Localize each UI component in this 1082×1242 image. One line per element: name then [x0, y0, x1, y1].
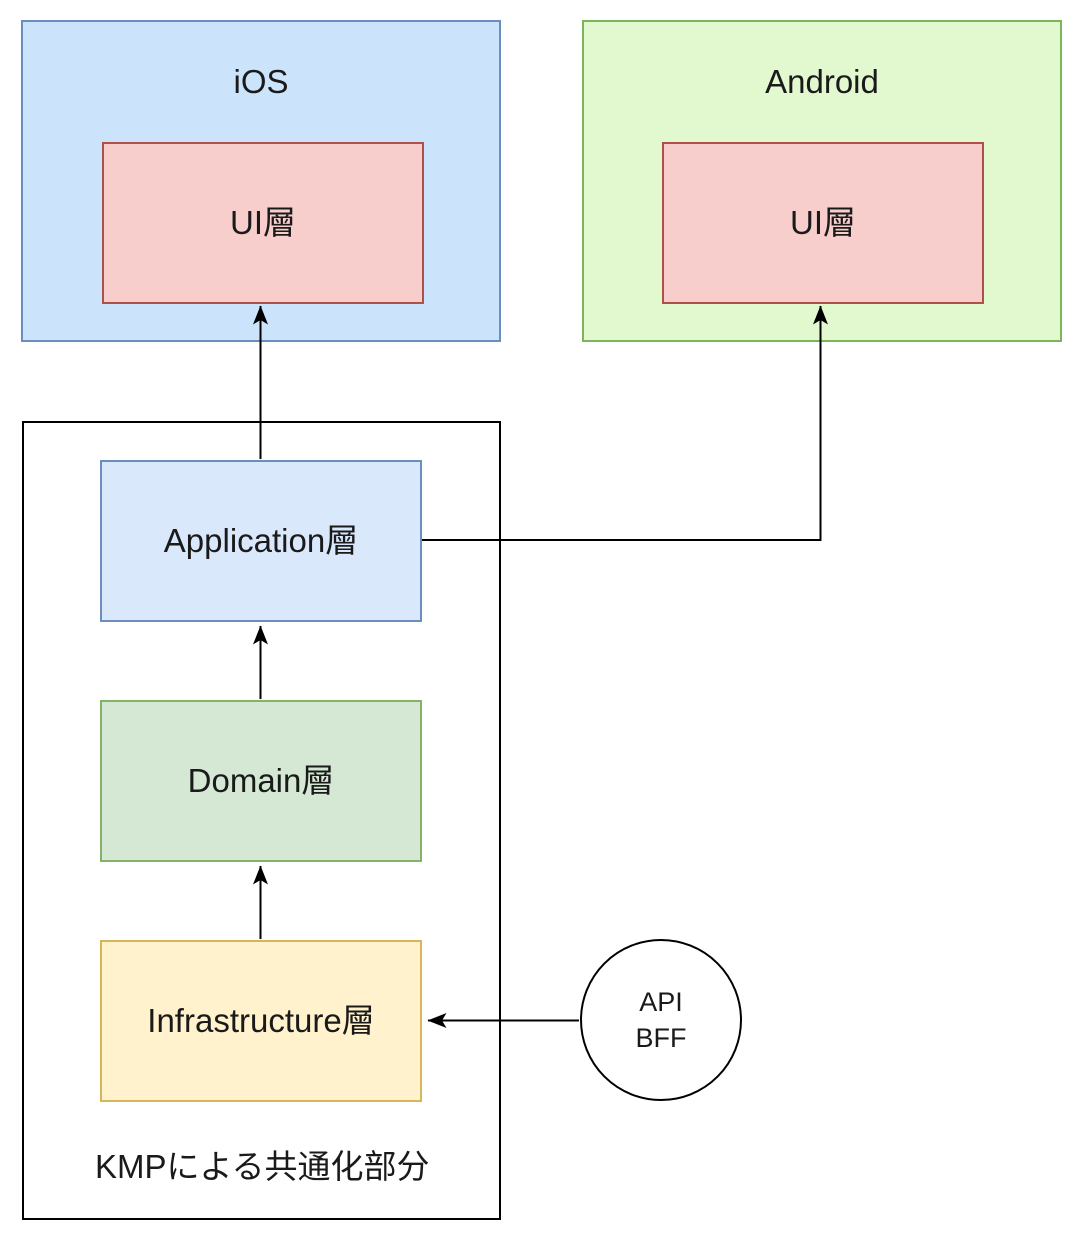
- domain-layer-node: Domain層: [100, 700, 422, 862]
- api-bff-node: API BFF: [580, 939, 742, 1101]
- domain-layer-label: Domain層: [187, 762, 335, 799]
- ios-ui-layer-label: UI層: [230, 204, 296, 241]
- android-ui-layer-node: UI層: [662, 142, 984, 304]
- ios-container: iOS UI層: [21, 20, 501, 342]
- application-layer-label: Application層: [163, 522, 359, 559]
- infrastructure-layer-node: Infrastructure層: [100, 940, 422, 1102]
- ios-title: iOS: [233, 63, 289, 100]
- api-bff-label-line1: API: [639, 987, 683, 1017]
- api-bff-label-line2: BFF: [635, 1023, 687, 1053]
- kmp-caption: KMPによる共通化部分: [95, 1148, 430, 1185]
- android-ui-layer-label: UI層: [790, 204, 856, 241]
- ios-ui-layer-node: UI層: [102, 142, 424, 304]
- android-title: Android: [765, 63, 879, 100]
- application-layer-node: Application層: [100, 460, 422, 622]
- infrastructure-layer-label: Infrastructure層: [147, 1002, 375, 1039]
- android-container: Android UI層: [582, 20, 1062, 342]
